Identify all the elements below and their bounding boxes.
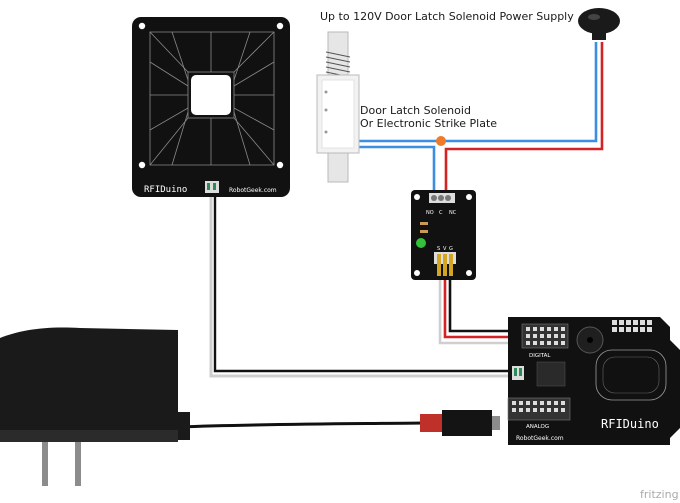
solenoid-icon [316, 31, 360, 183]
strike-plate-label: Or Electronic Strike Plate [360, 117, 498, 130]
relay-pin-nc: NC [449, 210, 457, 216]
fritzing-watermark: fritzing [640, 488, 679, 501]
relay-pin-s: S [437, 246, 440, 252]
power-supply-label: Up to 120V Door Latch Solenoid Power Sup… [320, 10, 574, 23]
wire-reader-black [213, 190, 515, 373]
shield-brand: RobotGeek.com [516, 435, 564, 442]
wire-relay-g [448, 278, 512, 333]
shield-analog-label: ANALOG [526, 424, 549, 430]
rfiduino-shield: DIGITAL ANALOG RFIDuino RobotGeek.com [507, 317, 680, 445]
relay-pin-v: V [443, 246, 447, 252]
dc-plug-icon [420, 410, 500, 436]
wires [177, 42, 604, 429]
rfid-reader: RFIDuino RobotGeek.com [132, 17, 290, 197]
solenoid-label: Door Latch Solenoid [360, 104, 471, 117]
relay-pin-g: G [449, 246, 453, 252]
wire-relay-s [438, 278, 512, 345]
relay-pin-c: C [439, 210, 443, 216]
power-supply-icon [578, 8, 620, 40]
relay-module: NO C NC S V G [411, 190, 476, 280]
relay-pin-no: NO [426, 210, 434, 216]
wire-red-supply [444, 42, 604, 200]
reader-name: RFIDuino [144, 185, 187, 195]
wall-adapter-icon [0, 327, 190, 486]
wire-relay-v [443, 278, 512, 339]
shield-digital-label: DIGITAL [529, 353, 551, 359]
reader-brand: RobotGeek.com [229, 187, 277, 194]
wire-adapter-cord [177, 421, 425, 429]
wire-blue-relay [358, 145, 436, 200]
wire-junction [436, 136, 446, 146]
wire-reader-white [209, 190, 515, 378]
shield-name: RFIDuino [601, 417, 659, 431]
